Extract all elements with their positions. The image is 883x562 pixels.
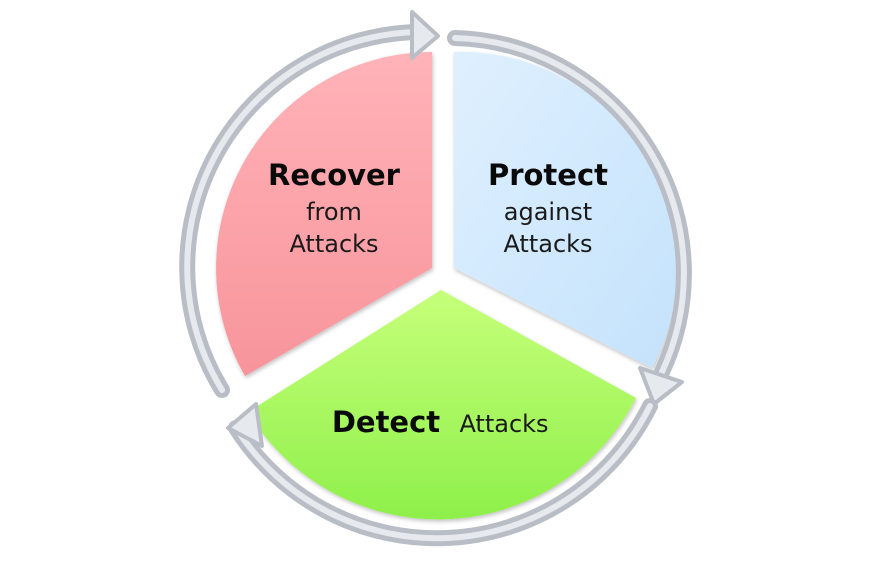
arrow-detect-to-recover [226,398,658,547]
segment-protect [454,51,677,369]
segment-detect [248,290,636,520]
recover-title: Recover [268,158,401,192]
recover-line-1: from [306,198,362,226]
protect-line-2: Attacks [503,230,592,258]
label-protect: Protect against Attacks [488,158,608,258]
arrow-protect-to-detect [447,30,692,406]
segment-recover [216,52,432,376]
protect-line-1: against [504,198,592,226]
protect-title: Protect [488,158,608,192]
arrow-recover-to-protect [179,10,440,398]
detect-title: Detect [332,405,440,439]
detect-suffix: Attacks [459,410,548,438]
recover-line-2: Attacks [289,230,378,258]
label-detect: Detect Attacks [332,405,549,439]
label-recover: Recover from Attacks [268,158,401,258]
